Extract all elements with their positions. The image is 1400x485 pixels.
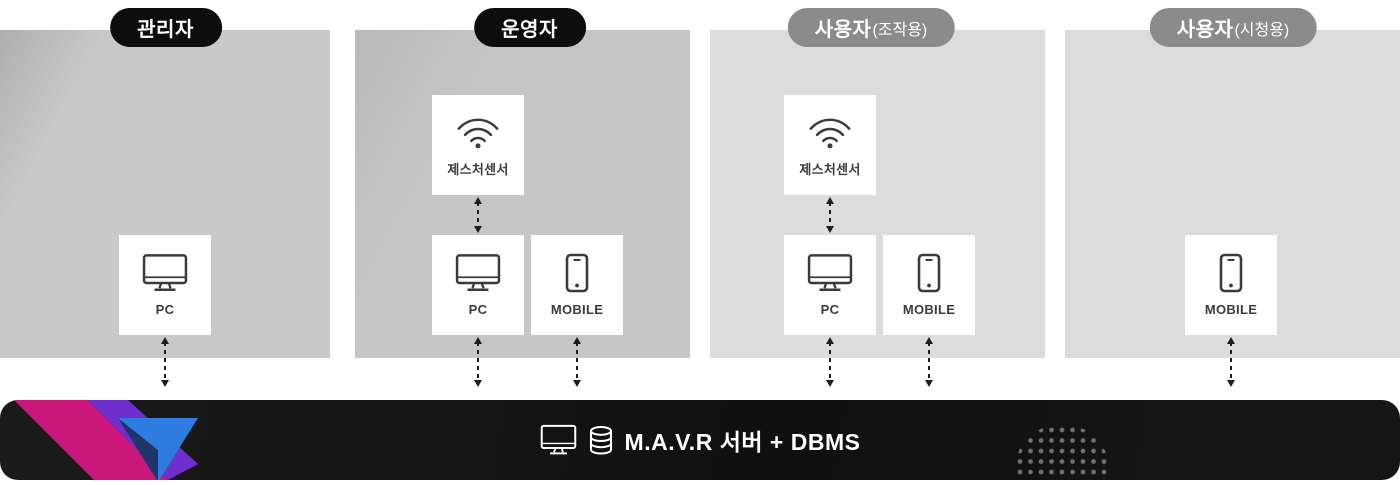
arrow-operator-pc-server	[473, 337, 483, 387]
admin-pc-box: PC	[119, 235, 211, 335]
mobile-label: MOBILE	[902, 302, 956, 317]
arrow-line	[928, 342, 930, 382]
gesture-sensor-label: 제스처센서	[447, 161, 509, 177]
pc-label: PC	[155, 302, 175, 317]
arrow-user-view-mobile-server	[1226, 337, 1236, 387]
operator-mobile-box: MOBILE	[531, 235, 623, 335]
pc-label: PC	[468, 302, 488, 317]
badge-user-control: 사용자(조작용)	[787, 8, 955, 47]
arrow-line	[829, 202, 831, 228]
server-monitor-icon	[540, 424, 577, 456]
badge-user-control-label: 사용자	[814, 19, 872, 41]
mobile-label: MOBILE	[1204, 302, 1258, 317]
server-title: M.A.V.R 서버 + DBMS	[624, 429, 861, 455]
mobile-icon	[917, 253, 941, 293]
arrow-line	[164, 342, 166, 382]
badge-operator: 운영자	[474, 8, 586, 47]
wifi-icon	[807, 113, 853, 150]
server-bar: M.A.V.R 서버 + DBMS	[0, 400, 1400, 480]
arrow-line	[477, 202, 479, 228]
gesture-sensor-label: 제스처센서	[799, 161, 861, 177]
arrow-line	[1230, 342, 1232, 382]
arrow-line	[477, 342, 479, 382]
brand-logo	[14, 400, 198, 480]
arrow-line	[829, 342, 831, 382]
arrow-operator-sensor-pc	[473, 197, 483, 233]
badge-operator-label: 운영자	[501, 19, 558, 41]
mobile-label: MOBILE	[550, 302, 604, 317]
badge-admin: 관리자	[110, 8, 222, 47]
badge-user-view-sublabel: (시청용)	[1234, 21, 1290, 39]
arrow-admin-pc-server	[160, 337, 170, 387]
monitor-icon	[807, 253, 853, 293]
badge-admin-label: 관리자	[137, 19, 194, 41]
panel-user-control	[710, 30, 1045, 358]
wifi-icon	[455, 113, 501, 150]
user-view-mobile-box: MOBILE	[1185, 235, 1277, 335]
badge-user-control-sublabel: (조작용)	[872, 21, 928, 39]
operator-pc-box: PC	[432, 235, 524, 335]
user-control-mobile-box: MOBILE	[883, 235, 975, 335]
mobile-icon	[1219, 253, 1243, 293]
monitor-icon	[142, 253, 188, 293]
mobile-icon	[565, 253, 589, 293]
pc-label: PC	[820, 302, 840, 317]
badge-user-view-label: 사용자	[1176, 19, 1234, 41]
user-control-gesture-sensor-box: 제스처센서	[784, 95, 876, 195]
monitor-icon	[455, 253, 501, 293]
operator-gesture-sensor-box: 제스처센서	[432, 95, 524, 195]
arrow-user-control-sensor-pc	[825, 197, 835, 233]
arrow-operator-mobile-server	[572, 337, 582, 387]
badge-user-view: 사용자(시청용)	[1149, 8, 1317, 47]
arrow-line	[576, 342, 578, 382]
server-label-group: M.A.V.R 서버 + DBMS	[0, 400, 1400, 480]
arrow-user-control-mobile-server	[924, 337, 934, 387]
user-control-pc-box: PC	[784, 235, 876, 335]
arrow-user-control-pc-server	[825, 337, 835, 387]
database-icon	[588, 425, 614, 456]
